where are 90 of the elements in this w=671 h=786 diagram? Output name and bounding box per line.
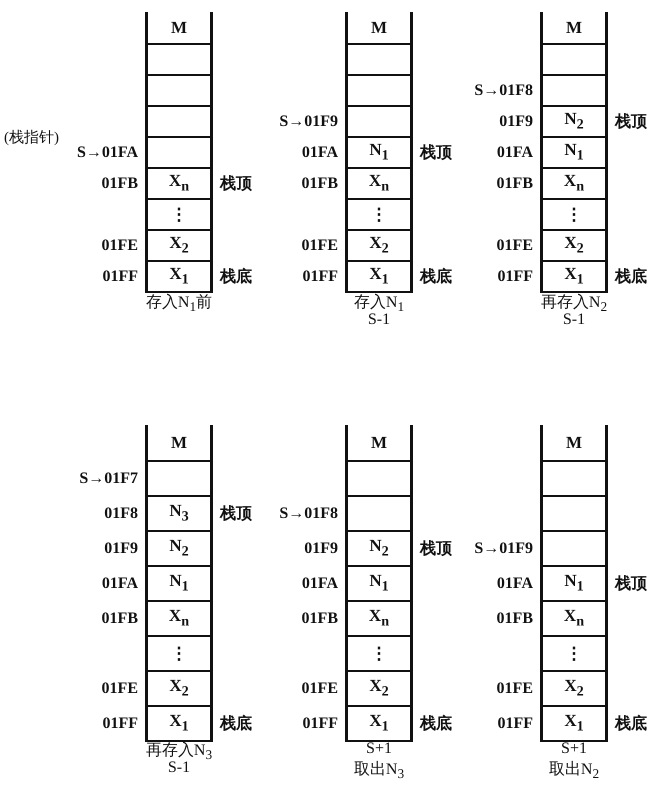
cell-text: X$_{n}$ xyxy=(168,606,190,631)
cell-text: N$_{1}$ xyxy=(369,140,389,165)
stack-marker-label: 栈顶 xyxy=(420,539,452,559)
cell-text: ⋮ xyxy=(370,643,388,664)
cell-text: X$_{n}$ xyxy=(168,171,190,196)
stack-marker-label: 栈底 xyxy=(615,714,647,734)
cell-text: N$_{1}$ xyxy=(564,140,584,165)
cell-text: ⋮ xyxy=(566,643,582,664)
address-label: S→01F8 xyxy=(474,82,533,100)
address-label: 01FA xyxy=(496,144,533,162)
address-label: 01FF xyxy=(302,268,338,286)
annotation-label: 存入N$_{1}$前 xyxy=(146,292,212,316)
cell-text: M xyxy=(370,432,388,452)
address-label: 01FF xyxy=(102,714,138,732)
cell-text: M xyxy=(370,18,388,38)
annotation-label: 取出N$_{3}$ xyxy=(354,760,404,782)
stack-marker-label: 栈底 xyxy=(420,714,452,734)
cell-text: M xyxy=(170,18,188,38)
cell-text: X$_{n}$ xyxy=(368,606,390,631)
annotation-label: S+1 xyxy=(561,740,587,758)
cell-text: N$_{1}$ xyxy=(564,571,584,596)
address-label: 01FF xyxy=(497,268,533,286)
address-label: 01FE xyxy=(102,236,138,254)
cell-text: X$_{n}$ xyxy=(564,171,584,196)
annotation-label: (栈指针) xyxy=(4,128,59,147)
stack-marker-label: 栈顶 xyxy=(220,504,252,524)
stack-marker-label: 栈底 xyxy=(220,266,252,287)
cell-text: X$_{1}$ xyxy=(169,264,189,289)
address-label: 01FB xyxy=(302,174,338,192)
address-label: 01FF xyxy=(102,268,138,286)
annotation-label: S+1 xyxy=(366,740,392,758)
address-label: 01FA xyxy=(102,574,138,592)
cell-text: N$_{2}$ xyxy=(564,109,584,134)
address-label: 01FE xyxy=(302,680,338,698)
stack-marker-label: 栈底 xyxy=(420,266,452,287)
address-label: 01FF xyxy=(302,714,338,732)
cell-text: N$_{2}$ xyxy=(369,536,389,561)
annotation-label: 取出N$_{2}$ xyxy=(548,760,600,782)
cell-text: N$_{1}$ xyxy=(169,571,189,596)
cell-text: ⋮ xyxy=(170,204,188,225)
address-label: 01F9 xyxy=(499,112,533,130)
cell-text: X$_{n}$ xyxy=(368,171,390,196)
address-label: 01FA xyxy=(496,574,533,592)
stack-marker-label: 栈顶 xyxy=(420,143,452,163)
cell-text: X$_{1}$ xyxy=(169,711,189,736)
address-label: S→01F9 xyxy=(279,112,338,130)
address-label: 01FB xyxy=(496,610,533,628)
cell-text: M xyxy=(170,432,188,452)
address-label: S→01F8 xyxy=(279,504,338,522)
address-label: 01F8 xyxy=(104,504,138,522)
address-label: 01FB xyxy=(496,174,533,192)
address-label: S→01FA xyxy=(76,144,138,162)
address-label: S→01F9 xyxy=(474,540,533,558)
cell-text: X$_{1}$ xyxy=(564,264,584,289)
cell-text: X$_{2}$ xyxy=(169,233,189,258)
cell-text: X$_{n}$ xyxy=(564,606,584,631)
cell-text: X$_{1}$ xyxy=(369,264,389,289)
cell-text: X$_{1}$ xyxy=(369,711,389,736)
address-label: 01FE xyxy=(496,680,533,698)
address-label: 01FA xyxy=(302,144,338,162)
stack-marker-label: 栈底 xyxy=(615,266,647,287)
address-label: 01FB xyxy=(102,610,138,628)
stack-marker-label: 栈顶 xyxy=(220,174,252,194)
stack-marker-label: 栈底 xyxy=(220,714,252,734)
cell-text: X$_{1}$ xyxy=(564,711,584,736)
cell-text: ⋮ xyxy=(370,204,388,225)
cell-text: X$_{2}$ xyxy=(564,233,584,258)
cell-text: M xyxy=(566,18,582,38)
stack-marker-label: 栈顶 xyxy=(615,112,647,132)
cell-text: N$_{3}$ xyxy=(169,501,189,526)
stack-marker-label: 栈顶 xyxy=(615,574,647,594)
address-label: 01FB xyxy=(102,174,138,192)
address-label: 01FE xyxy=(496,236,533,254)
address-label: 01FE xyxy=(302,236,338,254)
cell-text: X$_{2}$ xyxy=(369,233,389,258)
address-label: 01FB xyxy=(302,610,338,628)
cell-text: N$_{2}$ xyxy=(169,536,189,561)
cell-text: M xyxy=(566,432,582,452)
cell-text: X$_{2}$ xyxy=(564,676,584,701)
cell-text: ⋮ xyxy=(170,643,188,664)
cell-text: X$_{2}$ xyxy=(369,676,389,701)
cell-text: N$_{1}$ xyxy=(369,571,389,596)
cell-text: ⋮ xyxy=(566,204,582,225)
address-label: 01F9 xyxy=(304,540,338,558)
address-label: 01F9 xyxy=(104,540,138,558)
address-label: 01FE xyxy=(102,680,138,698)
cell-text: X$_{2}$ xyxy=(169,676,189,701)
address-label: S→01F7 xyxy=(79,470,138,488)
address-label: 01FF xyxy=(497,714,533,732)
address-label: 01FA xyxy=(302,574,338,592)
